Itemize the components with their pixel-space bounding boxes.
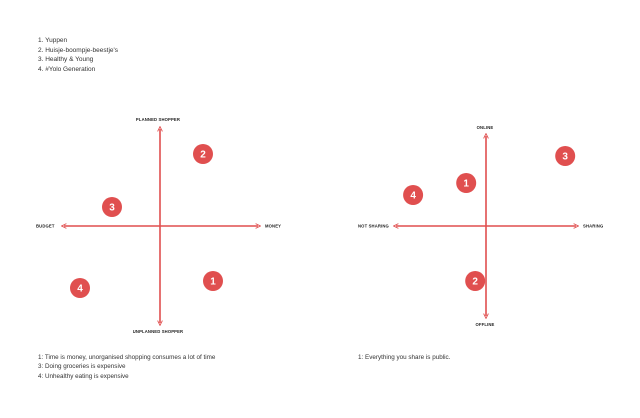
persona-marker-label: 2 bbox=[200, 150, 206, 161]
right-matrix-notes: 1: Everything you share is public. bbox=[358, 353, 450, 362]
axis-label-top: PLANNED SHOPPER bbox=[136, 117, 180, 122]
persona-markers: 1 2 3 4 bbox=[70, 144, 223, 298]
axis-label-bottom: UNPLANNED SHOPPER bbox=[133, 329, 183, 334]
axis-label-left: BUDGET bbox=[36, 224, 55, 229]
persona-item: 1. Yuppen bbox=[38, 37, 68, 44]
axis-label-right: MONEY bbox=[265, 224, 281, 229]
persona-marker-label: 1 bbox=[210, 277, 216, 288]
persona-marker-label: 4 bbox=[77, 284, 83, 295]
axis-label-top: ONLINE bbox=[477, 125, 494, 130]
persona-marker-label: 3 bbox=[109, 203, 115, 214]
persona-item: 4. #Yolo Generation bbox=[38, 65, 96, 73]
persona-marker-label: 3 bbox=[562, 152, 568, 163]
persona-marker-4 bbox=[403, 185, 424, 205]
persona-marker-3 bbox=[555, 146, 576, 166]
persona-marker-3 bbox=[102, 197, 122, 217]
persona-marker-label: 1 bbox=[463, 179, 469, 190]
axis-label-bottom: OFFLINE bbox=[476, 322, 495, 327]
persona-marker-2 bbox=[193, 144, 213, 164]
budget-money-matrix: PLANNED SHOPPER UNPLANNED SHOPPER BUDGET… bbox=[36, 117, 281, 334]
note-item: 4: Unhealthy eating is expensive bbox=[38, 372, 129, 380]
persona-marker-label: 4 bbox=[410, 191, 416, 202]
sharing-online-matrix: ONLINE OFFLINE NOT SHARING SHARING 1 2 3 4 bbox=[358, 125, 603, 327]
persona-item: 2. Huisje-boompje-beestje's bbox=[38, 46, 119, 54]
persona-markers: 1 2 3 4 bbox=[403, 146, 576, 291]
persona-marker-2 bbox=[465, 271, 486, 291]
note-item: 1: Time is money, unorganised shopping c… bbox=[38, 354, 216, 361]
persona-marker-4 bbox=[70, 278, 90, 298]
persona-item: 3. Healthy & Young bbox=[38, 56, 94, 64]
note-item: 1: Everything you share is public. bbox=[358, 354, 451, 361]
persona-marker-1 bbox=[203, 271, 223, 291]
persona-marker-label: 2 bbox=[472, 277, 478, 288]
axis-label-left: NOT SHARING bbox=[358, 224, 389, 229]
persona-legend: 1. Yuppen 2. Huisje-boompje-beestje's 3.… bbox=[38, 36, 118, 74]
note-item: 3: Doing groceries is expensive bbox=[38, 363, 126, 371]
persona-marker-1 bbox=[456, 173, 477, 193]
left-matrix-notes: 1: Time is money, unorganised shopping c… bbox=[38, 353, 215, 381]
axis-label-right: SHARING bbox=[583, 224, 603, 229]
